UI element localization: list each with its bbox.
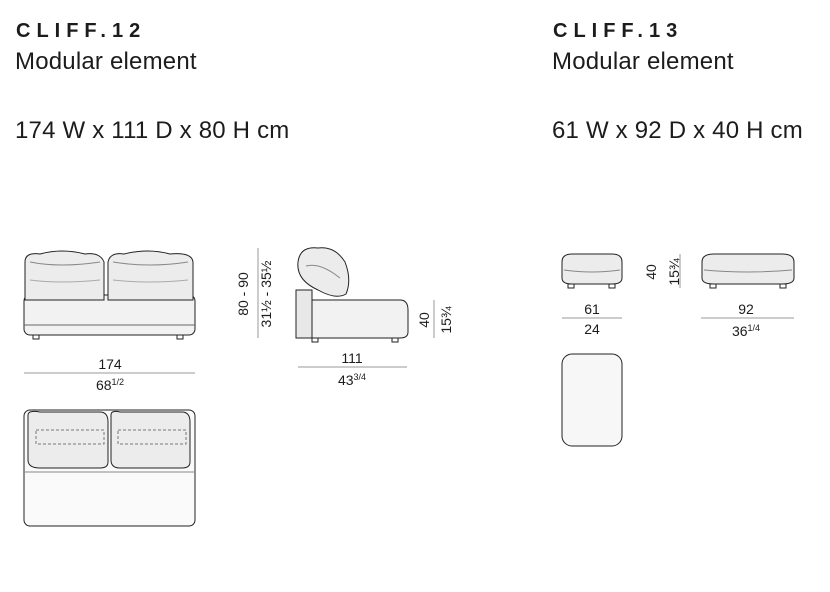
right-product-dimensions: 61 W x 92 D x 40 H cm [552, 117, 803, 144]
left-side-height-in: 31½ - 35½ [258, 260, 274, 327]
cliff13-side-view [701, 253, 795, 289]
right-front-width-cm: 61 [584, 301, 600, 317]
cliff13-top-view [561, 353, 623, 447]
right-product-subtitle: Modular element [552, 48, 734, 75]
left-side-depth-in: 433/4 [338, 372, 366, 388]
left-side-height-cm: 80 - 90 [235, 272, 251, 316]
left-seat-height-in: 15¾ [438, 306, 454, 334]
right-product-code: CLIFF.13 [553, 20, 684, 42]
left-front-width-cm: 174 [98, 356, 122, 372]
cliff13-front-view [561, 253, 623, 289]
cliff12-top-view [23, 409, 196, 527]
left-product-code: CLIFF.12 [16, 20, 147, 42]
left-product-subtitle: Modular element [15, 48, 197, 75]
left-front-width-in: 681/2 [96, 377, 124, 393]
cliff12-side-view [295, 247, 409, 343]
left-product-dimensions: 174 W x 111 D x 80 H cm [15, 117, 290, 144]
right-height-cm: 40 [643, 264, 659, 280]
right-side-depth-cm: 92 [738, 301, 754, 317]
right-side-depth-in: 361/4 [732, 323, 760, 339]
right-height-in: 15¾ [666, 258, 682, 286]
left-side-depth-cm: 111 [341, 350, 362, 366]
cliff12-front-view [23, 250, 196, 340]
left-seat-height-cm: 40 [416, 312, 432, 328]
right-front-width-in: 24 [584, 321, 600, 337]
